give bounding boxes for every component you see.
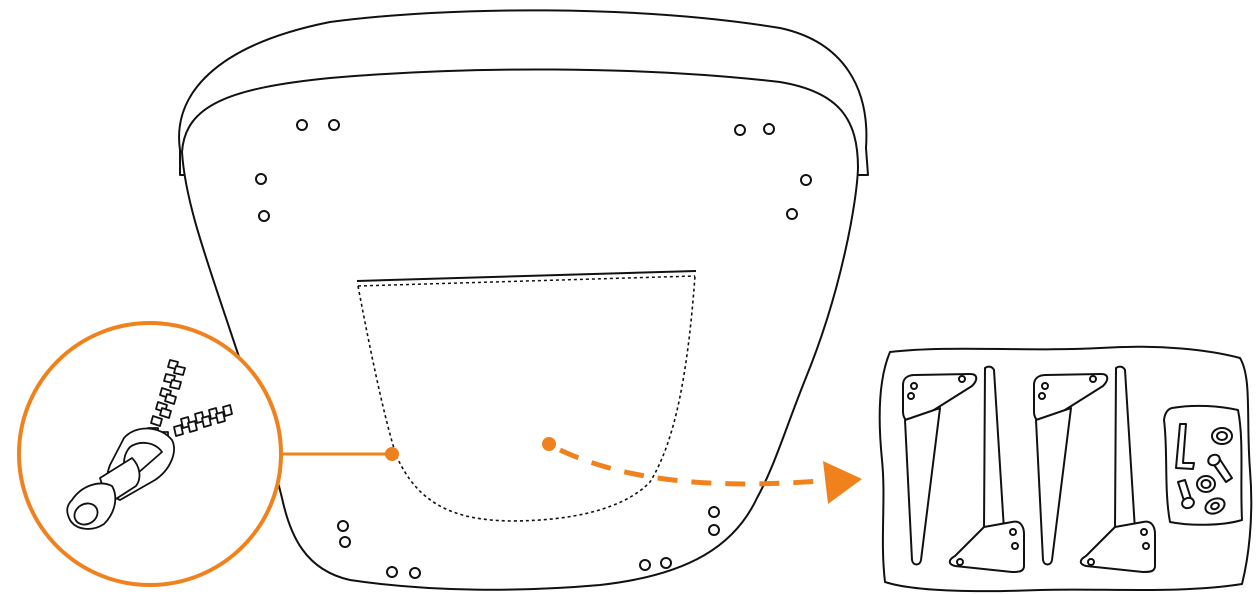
mounting-hole [734, 124, 746, 136]
arrow-start-dot [542, 437, 556, 451]
hardware-icons [1175, 423, 1233, 515]
pocket-dashed-outline [357, 275, 696, 522]
arrow-head [823, 461, 862, 504]
washer-icon [1211, 427, 1233, 445]
callout-anchor-dot [385, 447, 399, 461]
washer-icon [1196, 475, 1216, 493]
mounting-hole [708, 506, 720, 518]
mounting-hole [258, 210, 270, 222]
mounting-hole [339, 536, 351, 548]
arrow-dashed-path [558, 447, 821, 487]
mounting-hole [786, 208, 798, 220]
washer-icon [1204, 497, 1226, 515]
mounting-hole [800, 174, 812, 186]
pocket-top-seam [357, 275, 696, 287]
parts-kit-icon [878, 345, 1253, 593]
mounting-hole [409, 567, 421, 579]
cushion-underside [181, 68, 859, 591]
bolt-icon [1207, 453, 1233, 483]
mounting-hole [255, 173, 267, 185]
mounting-hole [660, 557, 672, 569]
zipper-icon [66, 359, 233, 530]
seat-cushion [178, 9, 869, 591]
zipper-callout [17, 321, 399, 587]
bolt-icon [1177, 479, 1195, 510]
mounting-hole [386, 566, 398, 578]
parts-kit-frame [878, 345, 1253, 593]
mounting-holes [255, 119, 812, 579]
mounting-hole [708, 524, 720, 536]
table-leg [1033, 373, 1109, 566]
mounting-hole [337, 520, 349, 532]
mounting-hole [328, 119, 340, 131]
table-leg [1079, 365, 1156, 573]
pocket-zip-line [356, 270, 697, 282]
table-leg [902, 373, 978, 566]
mounting-hole [296, 119, 308, 131]
mounting-hole [639, 559, 651, 571]
mounting-hole [763, 123, 775, 135]
zip-pocket [356, 270, 697, 522]
dashed-arrow-icon [542, 437, 862, 504]
table-leg [948, 365, 1025, 573]
allen-key-icon [1175, 423, 1195, 470]
